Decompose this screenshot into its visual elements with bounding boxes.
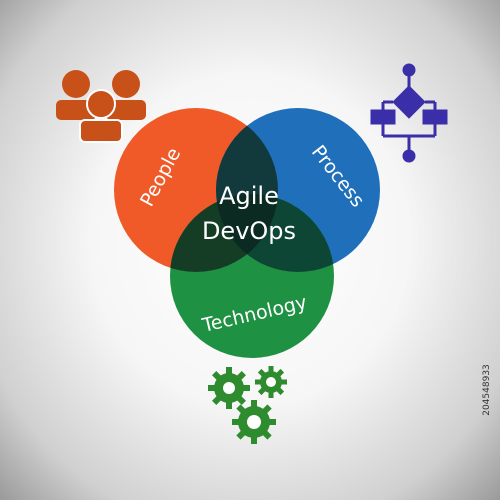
center-label-devops: DevOps: [202, 217, 296, 245]
gears-icon: [208, 366, 287, 444]
people-group-icon: [56, 70, 146, 143]
flowchart-icon: [370, 63, 448, 163]
overlap-process-technology: [216, 194, 334, 272]
overlap-people-technology: [170, 194, 278, 272]
center-label-agile: Agile: [219, 182, 279, 210]
stock-id: 204548933: [482, 364, 492, 416]
